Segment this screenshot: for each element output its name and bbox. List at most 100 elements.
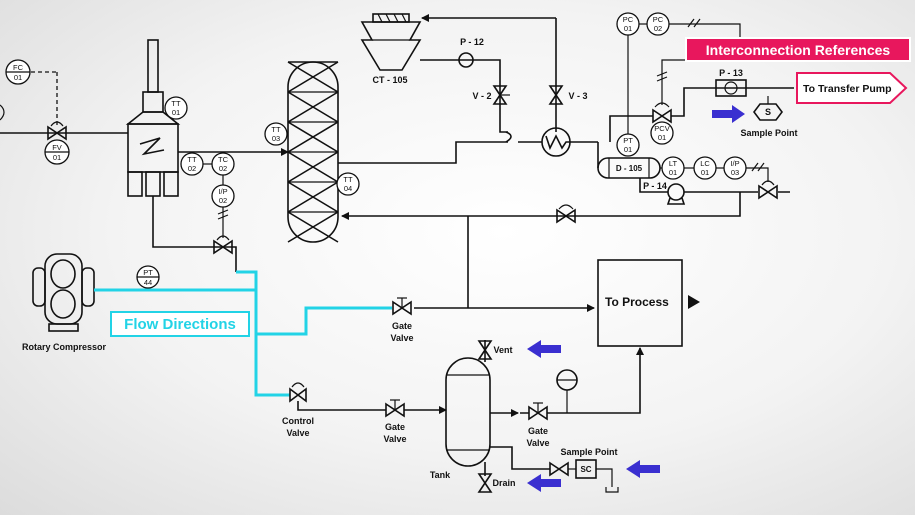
flow-line-main xyxy=(94,288,290,397)
instrument-tt01: TT 01 xyxy=(164,96,188,120)
svg-text:02: 02 xyxy=(219,196,227,205)
svg-text:PT: PT xyxy=(143,268,153,277)
vapor-out-line xyxy=(609,87,794,142)
svg-text:Control: Control xyxy=(282,416,314,426)
instrument-lc01: LC 01 xyxy=(693,156,717,180)
svg-text:Valve: Valve xyxy=(286,428,309,438)
interconnection-references-callout: Interconnection References xyxy=(685,37,911,62)
furnace xyxy=(125,39,181,197)
svg-text:03: 03 xyxy=(731,168,739,177)
svg-text:01: 01 xyxy=(624,145,632,154)
instrument-tt04: TT 04 xyxy=(336,172,360,196)
instrument-tt02: TT 02 xyxy=(180,152,204,176)
fuel-line xyxy=(152,196,237,272)
to-transfer-pump-callout: To Transfer Pump xyxy=(796,72,908,104)
instrument-lt01: LT 01 xyxy=(661,156,685,180)
svg-text:FC: FC xyxy=(13,63,24,72)
pump-p14 xyxy=(666,183,686,205)
instrument-pc01: PC 01 xyxy=(616,12,640,36)
sample-cooler-sc: SC xyxy=(575,459,597,479)
svg-text:Drain: Drain xyxy=(492,478,515,488)
flow-directions-callout: Flow Directions xyxy=(110,311,250,337)
gate-valve-2 xyxy=(385,399,405,418)
valve-v2 xyxy=(492,85,510,105)
svg-text:LT: LT xyxy=(669,159,678,168)
instrument-ip03: I/P 03 xyxy=(723,156,747,180)
instrument-tt03: TT 03 xyxy=(264,122,288,146)
svg-text:01: 01 xyxy=(14,73,22,82)
svg-text:P - 12: P - 12 xyxy=(460,37,484,47)
valve-v3 xyxy=(548,85,564,105)
instrument-pc02: PC 02 xyxy=(646,12,670,36)
svg-text:01: 01 xyxy=(624,24,632,33)
flow-directions-label: Flow Directions xyxy=(124,315,236,333)
svg-text:04: 04 xyxy=(344,184,352,193)
instrument-pt01: PT 01 xyxy=(616,133,640,157)
svg-text:Gate: Gate xyxy=(528,426,548,436)
svg-text:I/P: I/P xyxy=(218,187,227,196)
arrow-sample-point-bottom xyxy=(626,460,660,478)
svg-text:TT: TT xyxy=(343,175,353,184)
rotary-compressor xyxy=(32,253,95,332)
svg-text:Valve: Valve xyxy=(526,438,549,448)
tank-to-process-line xyxy=(520,348,640,414)
svg-text:02: 02 xyxy=(219,164,227,173)
svg-text:03: 03 xyxy=(272,134,280,143)
svg-text:Rotary Compressor: Rotary Compressor xyxy=(22,342,107,352)
svg-text:D - 105: D - 105 xyxy=(616,164,643,173)
svg-text:Tank: Tank xyxy=(430,470,451,480)
control-valve-lower xyxy=(289,382,307,403)
svg-text:Valve: Valve xyxy=(383,434,406,444)
svg-text:Gate: Gate xyxy=(392,321,412,331)
pcv-valve xyxy=(652,102,672,124)
svg-text:I/P: I/P xyxy=(730,159,739,168)
svg-text:Vent: Vent xyxy=(493,345,512,355)
svg-text:TT: TT xyxy=(271,125,281,134)
flow-line-gate xyxy=(256,306,392,336)
arrow-drain xyxy=(527,474,561,492)
svg-text:TC: TC xyxy=(218,155,229,164)
svg-text:01: 01 xyxy=(669,168,677,177)
pump-p13 xyxy=(715,79,747,97)
svg-text:V - 2: V - 2 xyxy=(472,91,491,101)
svg-text:02: 02 xyxy=(654,24,662,33)
svg-text:44: 44 xyxy=(144,278,152,287)
instrument-pt44: PT 44 xyxy=(136,265,160,289)
svg-text:To Transfer Pump: To Transfer Pump xyxy=(803,83,892,95)
sample-point-s: S xyxy=(753,103,783,121)
reflux-valve xyxy=(556,204,576,224)
overhead-line xyxy=(338,141,508,164)
svg-text:01: 01 xyxy=(53,153,61,162)
svg-text:S: S xyxy=(765,107,771,117)
fuel-control-valve xyxy=(213,235,233,255)
sample-valve xyxy=(549,461,569,477)
arrow-sample-point-top xyxy=(712,105,745,123)
svg-text:PCV: PCV xyxy=(654,124,669,133)
instrument-ip02: I/P 02 xyxy=(211,184,235,208)
svg-text:P - 13: P - 13 xyxy=(719,68,743,78)
svg-text:Sample Point: Sample Point xyxy=(560,447,617,457)
svg-text:CT - 105: CT - 105 xyxy=(372,75,407,85)
svg-text:TT: TT xyxy=(187,155,197,164)
svg-text:PC: PC xyxy=(623,15,634,24)
svg-text:FV: FV xyxy=(52,143,62,152)
tank xyxy=(445,357,491,467)
instrument-pcv01: PCV 01 xyxy=(650,121,674,145)
control-valve-fv xyxy=(47,121,67,141)
reflux-line xyxy=(341,192,741,220)
distillation-column xyxy=(287,61,339,243)
svg-text:SC: SC xyxy=(580,465,591,474)
svg-text:01: 01 xyxy=(172,108,180,117)
svg-text:01: 01 xyxy=(701,168,709,177)
svg-text:PC: PC xyxy=(653,15,664,24)
svg-text:Valve: Valve xyxy=(390,333,413,343)
drain-valve xyxy=(477,473,493,493)
gate-valve-3 xyxy=(528,402,548,421)
pressure-gauge xyxy=(556,369,578,391)
instrument-fv01: FV 01 xyxy=(44,139,70,165)
vent-valve xyxy=(477,340,493,360)
svg-text:01: 01 xyxy=(658,133,666,142)
arrow-vent xyxy=(527,340,561,358)
